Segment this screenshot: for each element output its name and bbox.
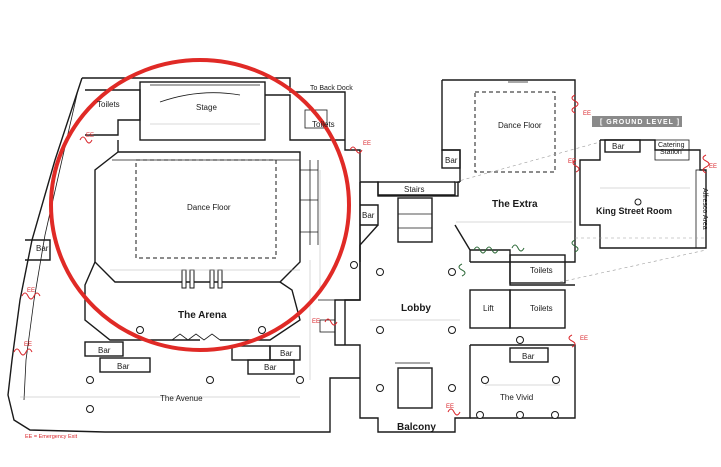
ee-label: EE (86, 133, 94, 139)
ee-label: EE (583, 111, 591, 117)
label-stairs: Stairs (404, 185, 424, 194)
label-toilets-stage: Toilets (97, 100, 120, 109)
label-bar-vivid: Bar (522, 352, 535, 361)
ee-label: EE (568, 159, 576, 165)
ee-label: EE (363, 141, 371, 147)
label-to-back-dock: To Back Dock (310, 85, 353, 92)
legend-emergency-exit: EE = Emergency Exit (25, 434, 78, 440)
label-arena: The Arena (178, 310, 227, 321)
middle-building-walls (344, 181, 471, 433)
highlight-circle (49, 58, 351, 352)
label-catering-line1: Catering (658, 142, 685, 149)
label-vivid: The Vivid (500, 393, 533, 402)
label-bar-extra: Bar (445, 156, 458, 165)
left-building-walls (7, 77, 361, 433)
label-catering: Catering Station (658, 142, 686, 156)
emergency-exit-markers (13, 94, 710, 416)
ee-label: EE (27, 288, 35, 294)
label-toilets-e1: Toilets (530, 266, 553, 275)
avenue-columns (86, 261, 358, 413)
label-bar-arena-1: Bar (98, 346, 111, 355)
label-lift: Lift (483, 304, 494, 313)
label-bar-left: Bar (36, 244, 49, 253)
label-extra: The Extra (492, 199, 538, 210)
ground-level-tag: [ GROUND LEVEL ] (600, 119, 680, 126)
label-stage: Stage (196, 103, 217, 112)
ee-label: EE (312, 319, 320, 325)
room-labels: Toilets Stage To Back Dock Toilets Dance… (36, 85, 708, 433)
king-street-walls (454, 116, 707, 283)
label-bar-king: Bar (612, 142, 625, 151)
ee-label: EE (580, 336, 588, 342)
label-lobby: Lobby (401, 303, 431, 314)
label-bar-arena-2: Bar (117, 362, 130, 371)
label-bar-arena-4: Bar (264, 363, 277, 372)
ee-label: EE (446, 404, 454, 410)
ee-labels: EE EE EE EE EE EE EE EE EE EE (24, 111, 717, 410)
label-balcony: Balcony (397, 422, 436, 433)
label-toilets-right: Toilets (312, 120, 335, 129)
label-catering-line2: Station (660, 149, 682, 156)
label-avenue: The Avenue (160, 394, 203, 403)
label-bar-lobby: Bar (362, 211, 375, 220)
label-dance-floor-extra: Dance Floor (498, 121, 542, 130)
label-king-street: King Street Room (596, 206, 672, 216)
label-bar-arena-3: Bar (280, 349, 293, 358)
ee-label: EE (24, 342, 32, 348)
ee-label: EE (709, 164, 717, 170)
label-alfresco: Alfresco Area (701, 188, 708, 230)
right-building-walls (441, 79, 576, 419)
label-dance-floor-arena: Dance Floor (187, 203, 231, 212)
label-toilets-e2: Toilets (530, 304, 553, 313)
